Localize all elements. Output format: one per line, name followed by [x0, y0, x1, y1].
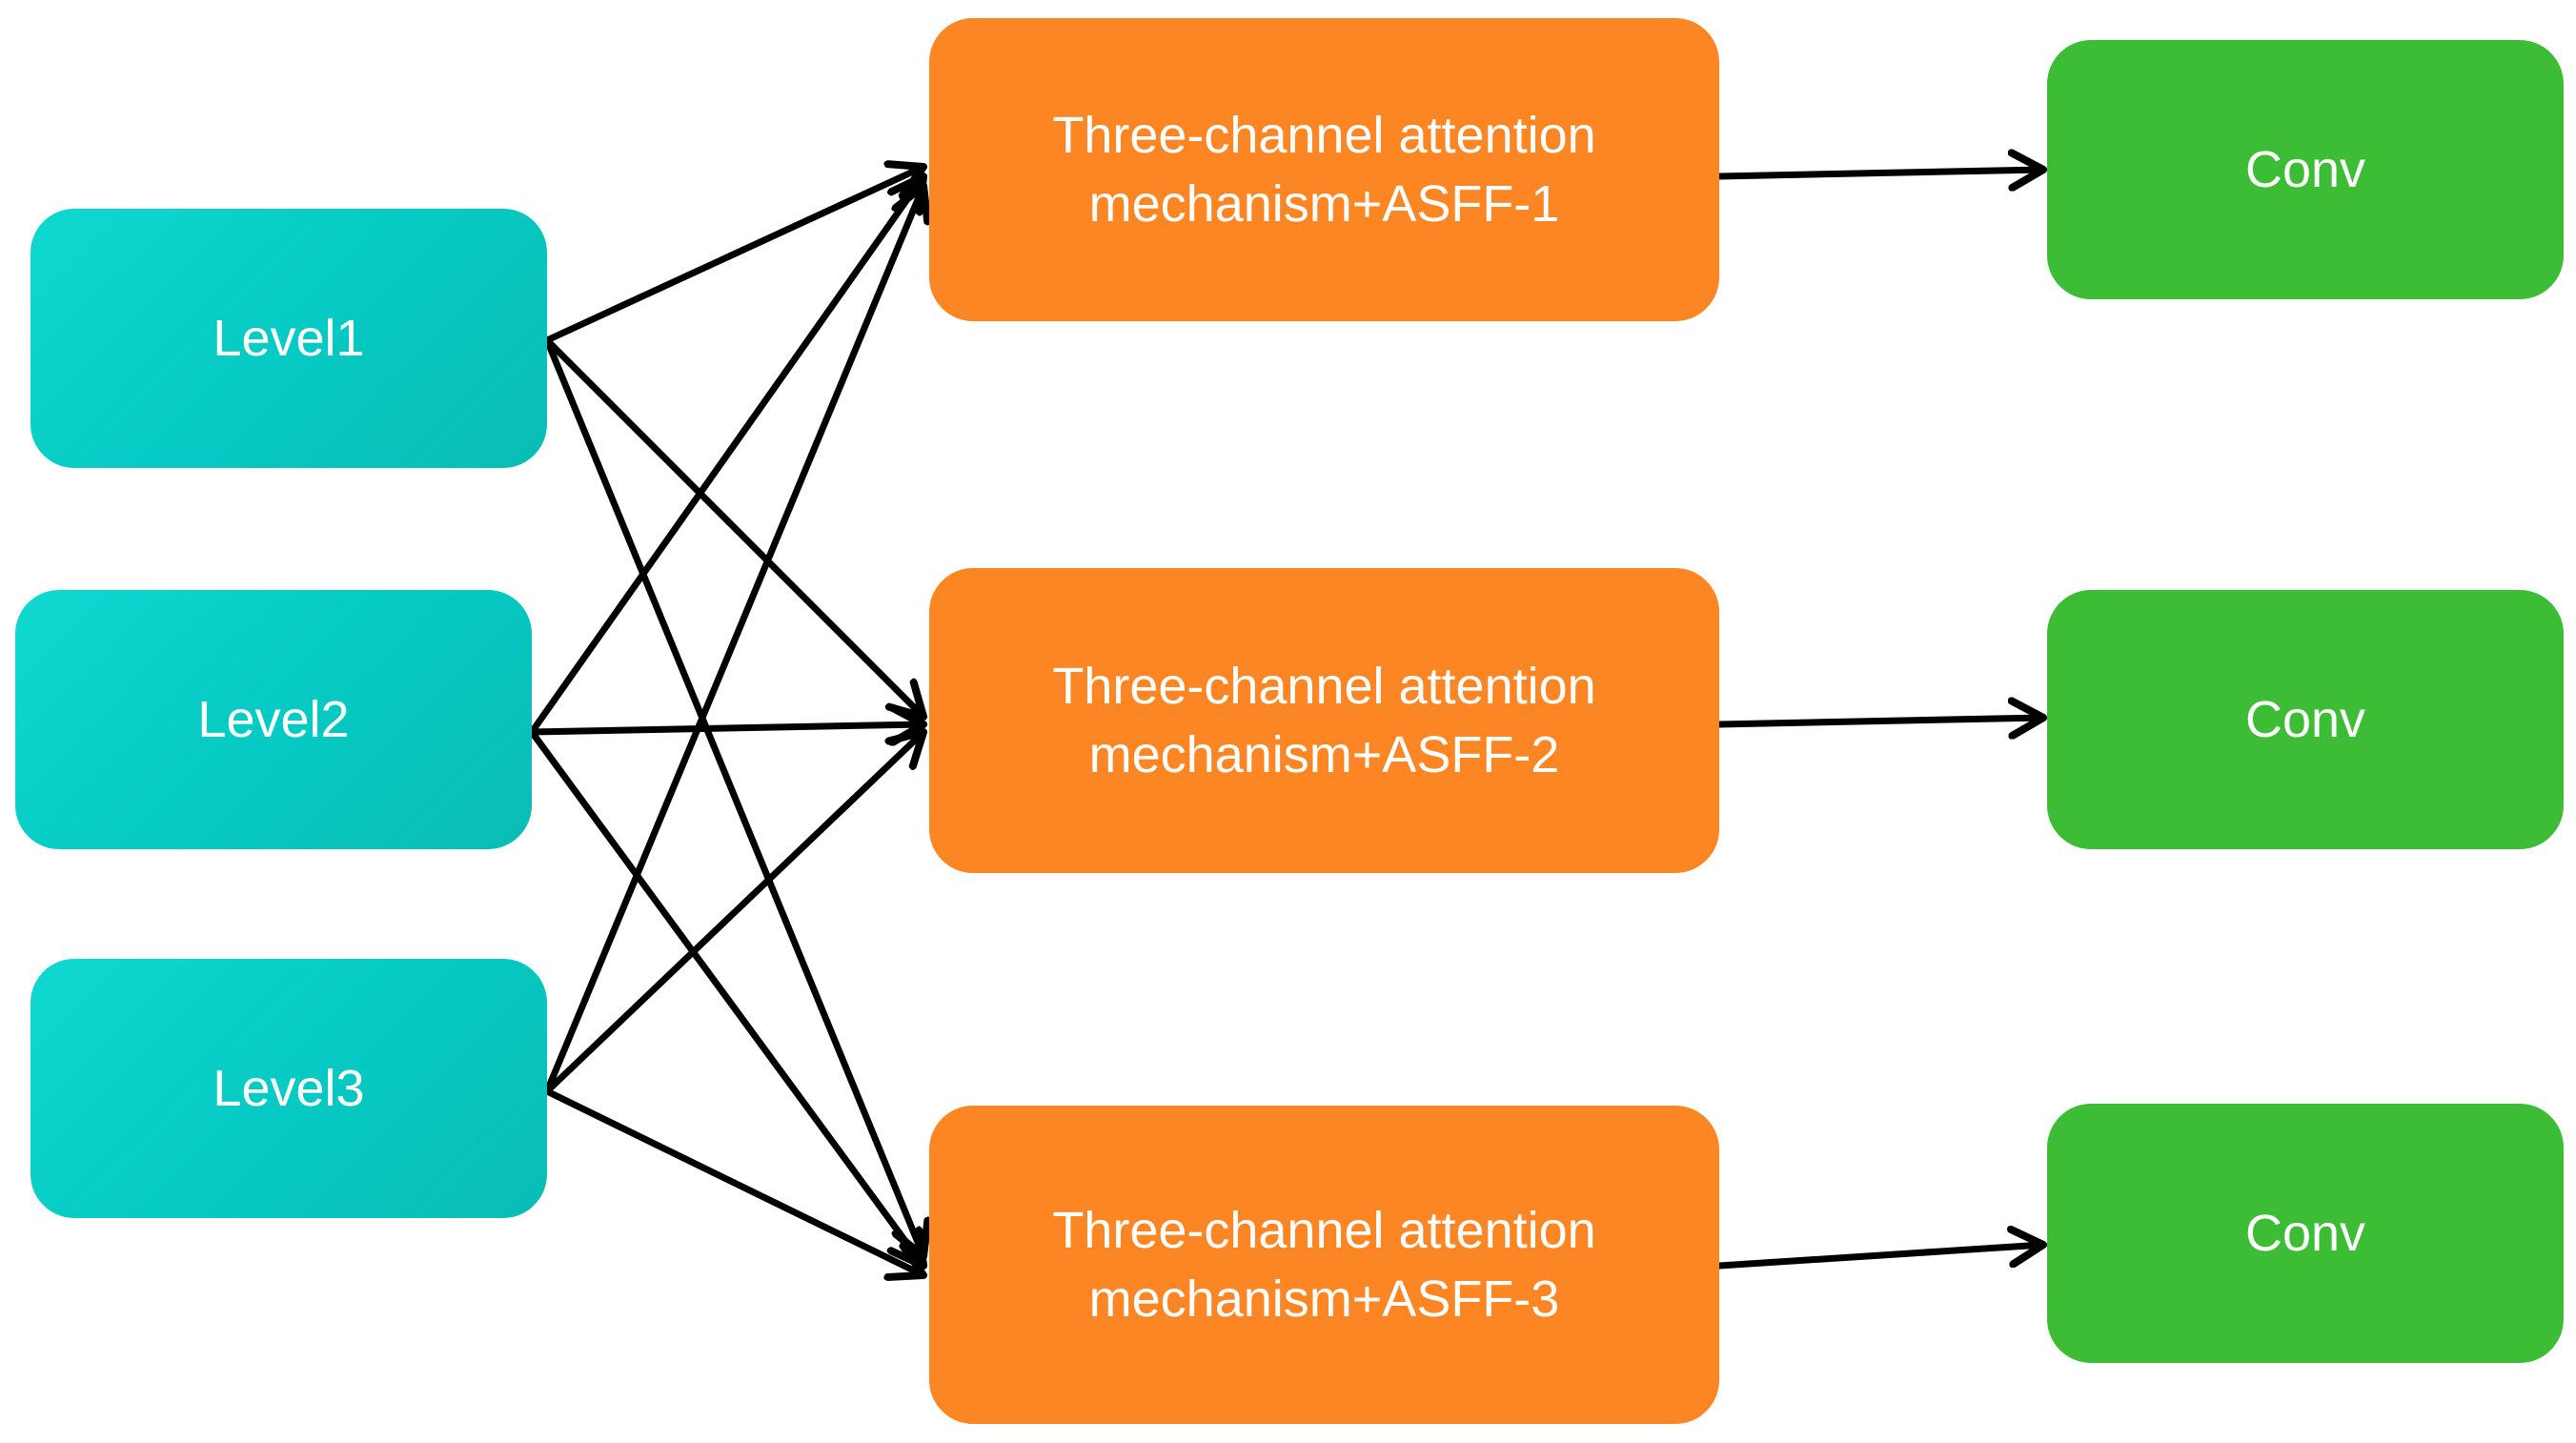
arrow-level2-to-asff-3	[528, 728, 923, 1266]
asff2-line2: mechanism+ASFF-2	[1088, 726, 1560, 783]
edge-group	[528, 167, 2043, 1275]
arrow-level1-to-asff-1	[543, 167, 923, 344]
asff3-line1: Three-channel attention	[1052, 1202, 1596, 1259]
asff2-node: Three-channel attention mechanism+ASFF-2	[929, 568, 1719, 873]
arrow-level3-to-asff-3	[543, 1087, 923, 1275]
conv3-label: Conv	[2244, 1205, 2366, 1262]
arrow-level2-to-asff-1	[528, 176, 923, 736]
conv3-node: Conv	[2047, 1104, 2564, 1363]
asff2-line1: Three-channel attention	[1052, 658, 1596, 715]
level2-label: Level2	[197, 691, 350, 748]
conv2-node: Conv	[2047, 590, 2564, 849]
conv1-node: Conv	[2047, 40, 2564, 299]
level1-label: Level1	[213, 310, 365, 367]
arrow-asff-1-to-conv-1	[1715, 170, 2043, 176]
arrow-level3-to-asff-2	[543, 732, 923, 1095]
arrow-asff-2-to-conv-2	[1715, 718, 2043, 724]
arrow-level1-to-asff-2	[543, 336, 923, 717]
level1-node: Level1	[30, 209, 547, 468]
asff1-line2: mechanism+ASFF-1	[1088, 175, 1560, 233]
level3-node: Level3	[30, 959, 547, 1218]
asff3-line2: mechanism+ASFF-3	[1088, 1270, 1560, 1328]
asff3-node: Three-channel attention mechanism+ASFF-3	[929, 1106, 1719, 1424]
conv1-label: Conv	[2244, 141, 2366, 198]
arrow-asff-3-to-conv-3	[1715, 1245, 2043, 1270]
conv2-label: Conv	[2244, 691, 2366, 748]
level2-node: Level2	[15, 590, 532, 849]
arrow-level2-to-asff-2	[528, 724, 923, 732]
arrow-level3-to-asff-1	[543, 186, 923, 1095]
arrow-level1-to-asff-3	[543, 336, 923, 1256]
asff1-node: Three-channel attention mechanism+ASFF-1	[929, 18, 1719, 321]
asff1-line1: Three-channel attention	[1052, 107, 1596, 164]
level3-label: Level3	[213, 1060, 365, 1117]
